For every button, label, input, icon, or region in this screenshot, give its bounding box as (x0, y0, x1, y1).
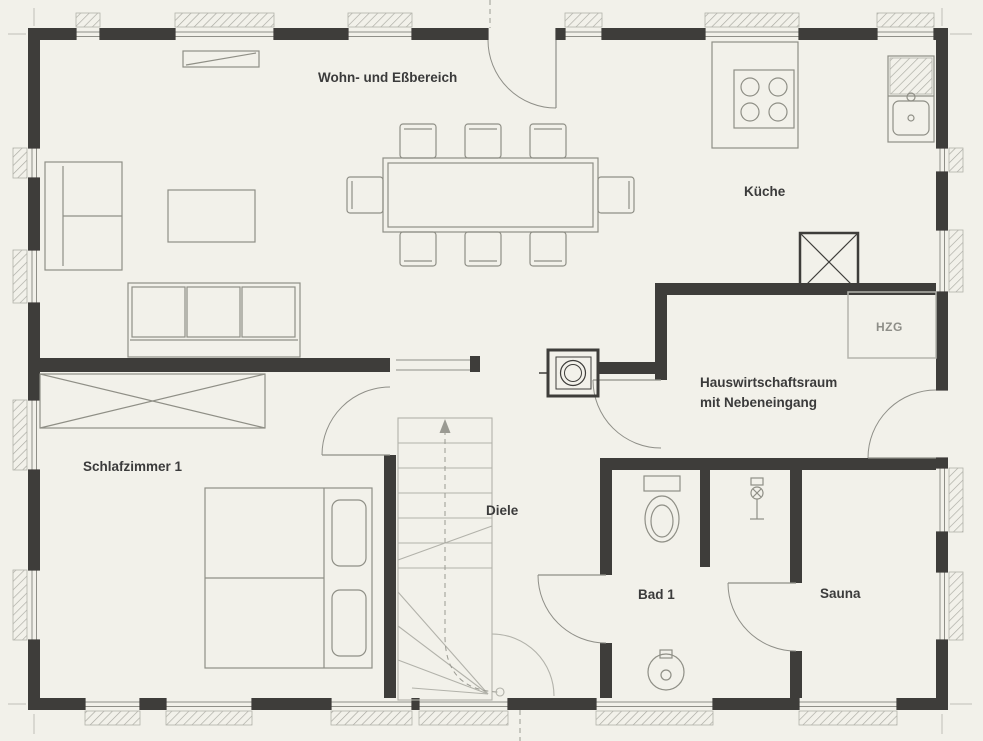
room-label-sauna: Sauna (820, 586, 861, 601)
ceiling-beam-marker (396, 359, 470, 371)
chimney (798, 231, 860, 293)
dining-chair (464, 231, 502, 267)
stair-direction-arrow (439, 419, 451, 433)
sauna-door (727, 582, 797, 652)
coffee-table (167, 189, 256, 243)
shower (750, 477, 764, 520)
kitchen-sink (887, 55, 935, 143)
window (174, 12, 275, 40)
room-label-living: Wohn- und Eßbereich (318, 70, 457, 85)
heating-label: HZG (876, 320, 903, 334)
dining-chair (464, 123, 502, 159)
side-entrance-door (867, 389, 948, 459)
entrance-door (487, 28, 557, 109)
dining-chair (346, 176, 384, 214)
wardrobe (39, 373, 266, 429)
window (330, 698, 413, 726)
room-label-bath: Bad 1 (638, 587, 675, 602)
window (936, 147, 964, 173)
window (798, 698, 898, 726)
dining-chair (529, 231, 567, 267)
section-line (489, 0, 521, 741)
window (936, 229, 964, 293)
sofa (44, 161, 123, 271)
window (936, 571, 964, 641)
window (12, 249, 40, 304)
dining-chair (399, 123, 437, 159)
room-label-utility-2: mit Nebeneingang (700, 395, 817, 410)
room-label-bedroom: Schlafzimmer 1 (83, 459, 183, 474)
flue (539, 348, 607, 398)
heating-unit: HZG (847, 291, 937, 359)
dining-chair (597, 176, 635, 214)
toilet (643, 475, 681, 543)
window (936, 467, 964, 533)
room-label-utility-1: Hauswirtschaftsraum (700, 375, 837, 390)
sofa (127, 282, 301, 358)
dining-chair (529, 123, 567, 159)
stove (733, 69, 795, 129)
dining-chair (399, 231, 437, 267)
bath-door (537, 574, 607, 644)
window (704, 12, 800, 40)
window (595, 698, 714, 726)
room-label-hall: Diele (486, 503, 519, 518)
window (12, 399, 40, 471)
window (564, 12, 603, 40)
bed (204, 487, 373, 669)
window (84, 698, 141, 726)
stair-walkline (444, 430, 499, 693)
washbasin (647, 649, 685, 691)
window (418, 698, 509, 726)
window (876, 12, 935, 40)
kitchen-counter (711, 41, 799, 149)
corner-ticks (8, 8, 972, 734)
window (12, 147, 40, 179)
bedroom-door (321, 386, 391, 456)
room-label-kitchen: Küche (744, 184, 786, 199)
window (75, 12, 101, 40)
window (12, 569, 40, 641)
window (165, 698, 253, 726)
utility-door (592, 379, 662, 449)
sideboard (182, 50, 260, 68)
stairs (397, 417, 555, 701)
window (347, 12, 413, 40)
